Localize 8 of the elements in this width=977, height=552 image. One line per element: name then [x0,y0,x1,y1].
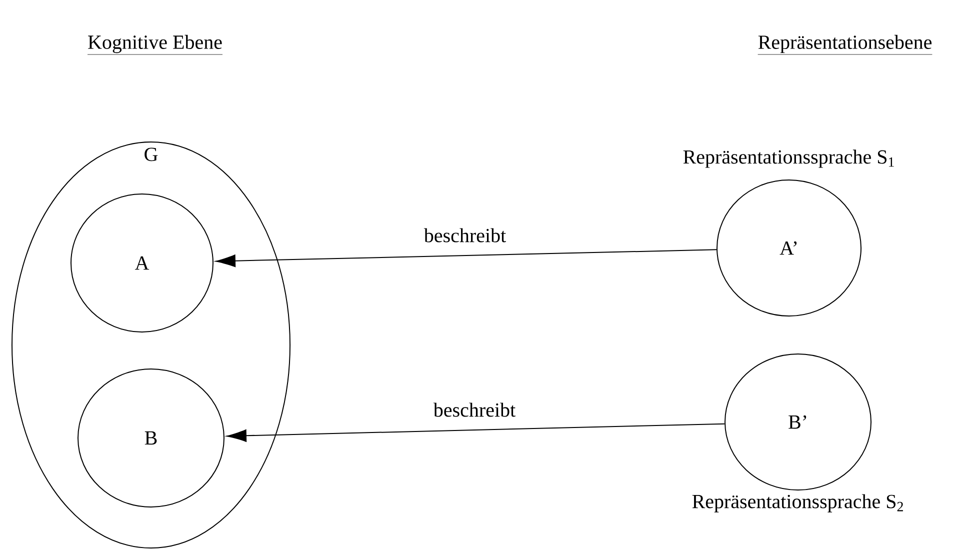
heading: Repräsentationsebene [758,34,932,55]
arrow [216,249,718,268]
edge-label: beschreibt [432,402,517,418]
edge-label: beschreibt [422,227,508,244]
arrow [226,423,726,442]
heading: Kognitive Ebene [87,34,223,55]
node-label: Repräsentationssprache S$_{2}$ [692,494,903,512]
node-label: Repräsentationssprache S$_{1}$ [683,150,894,168]
